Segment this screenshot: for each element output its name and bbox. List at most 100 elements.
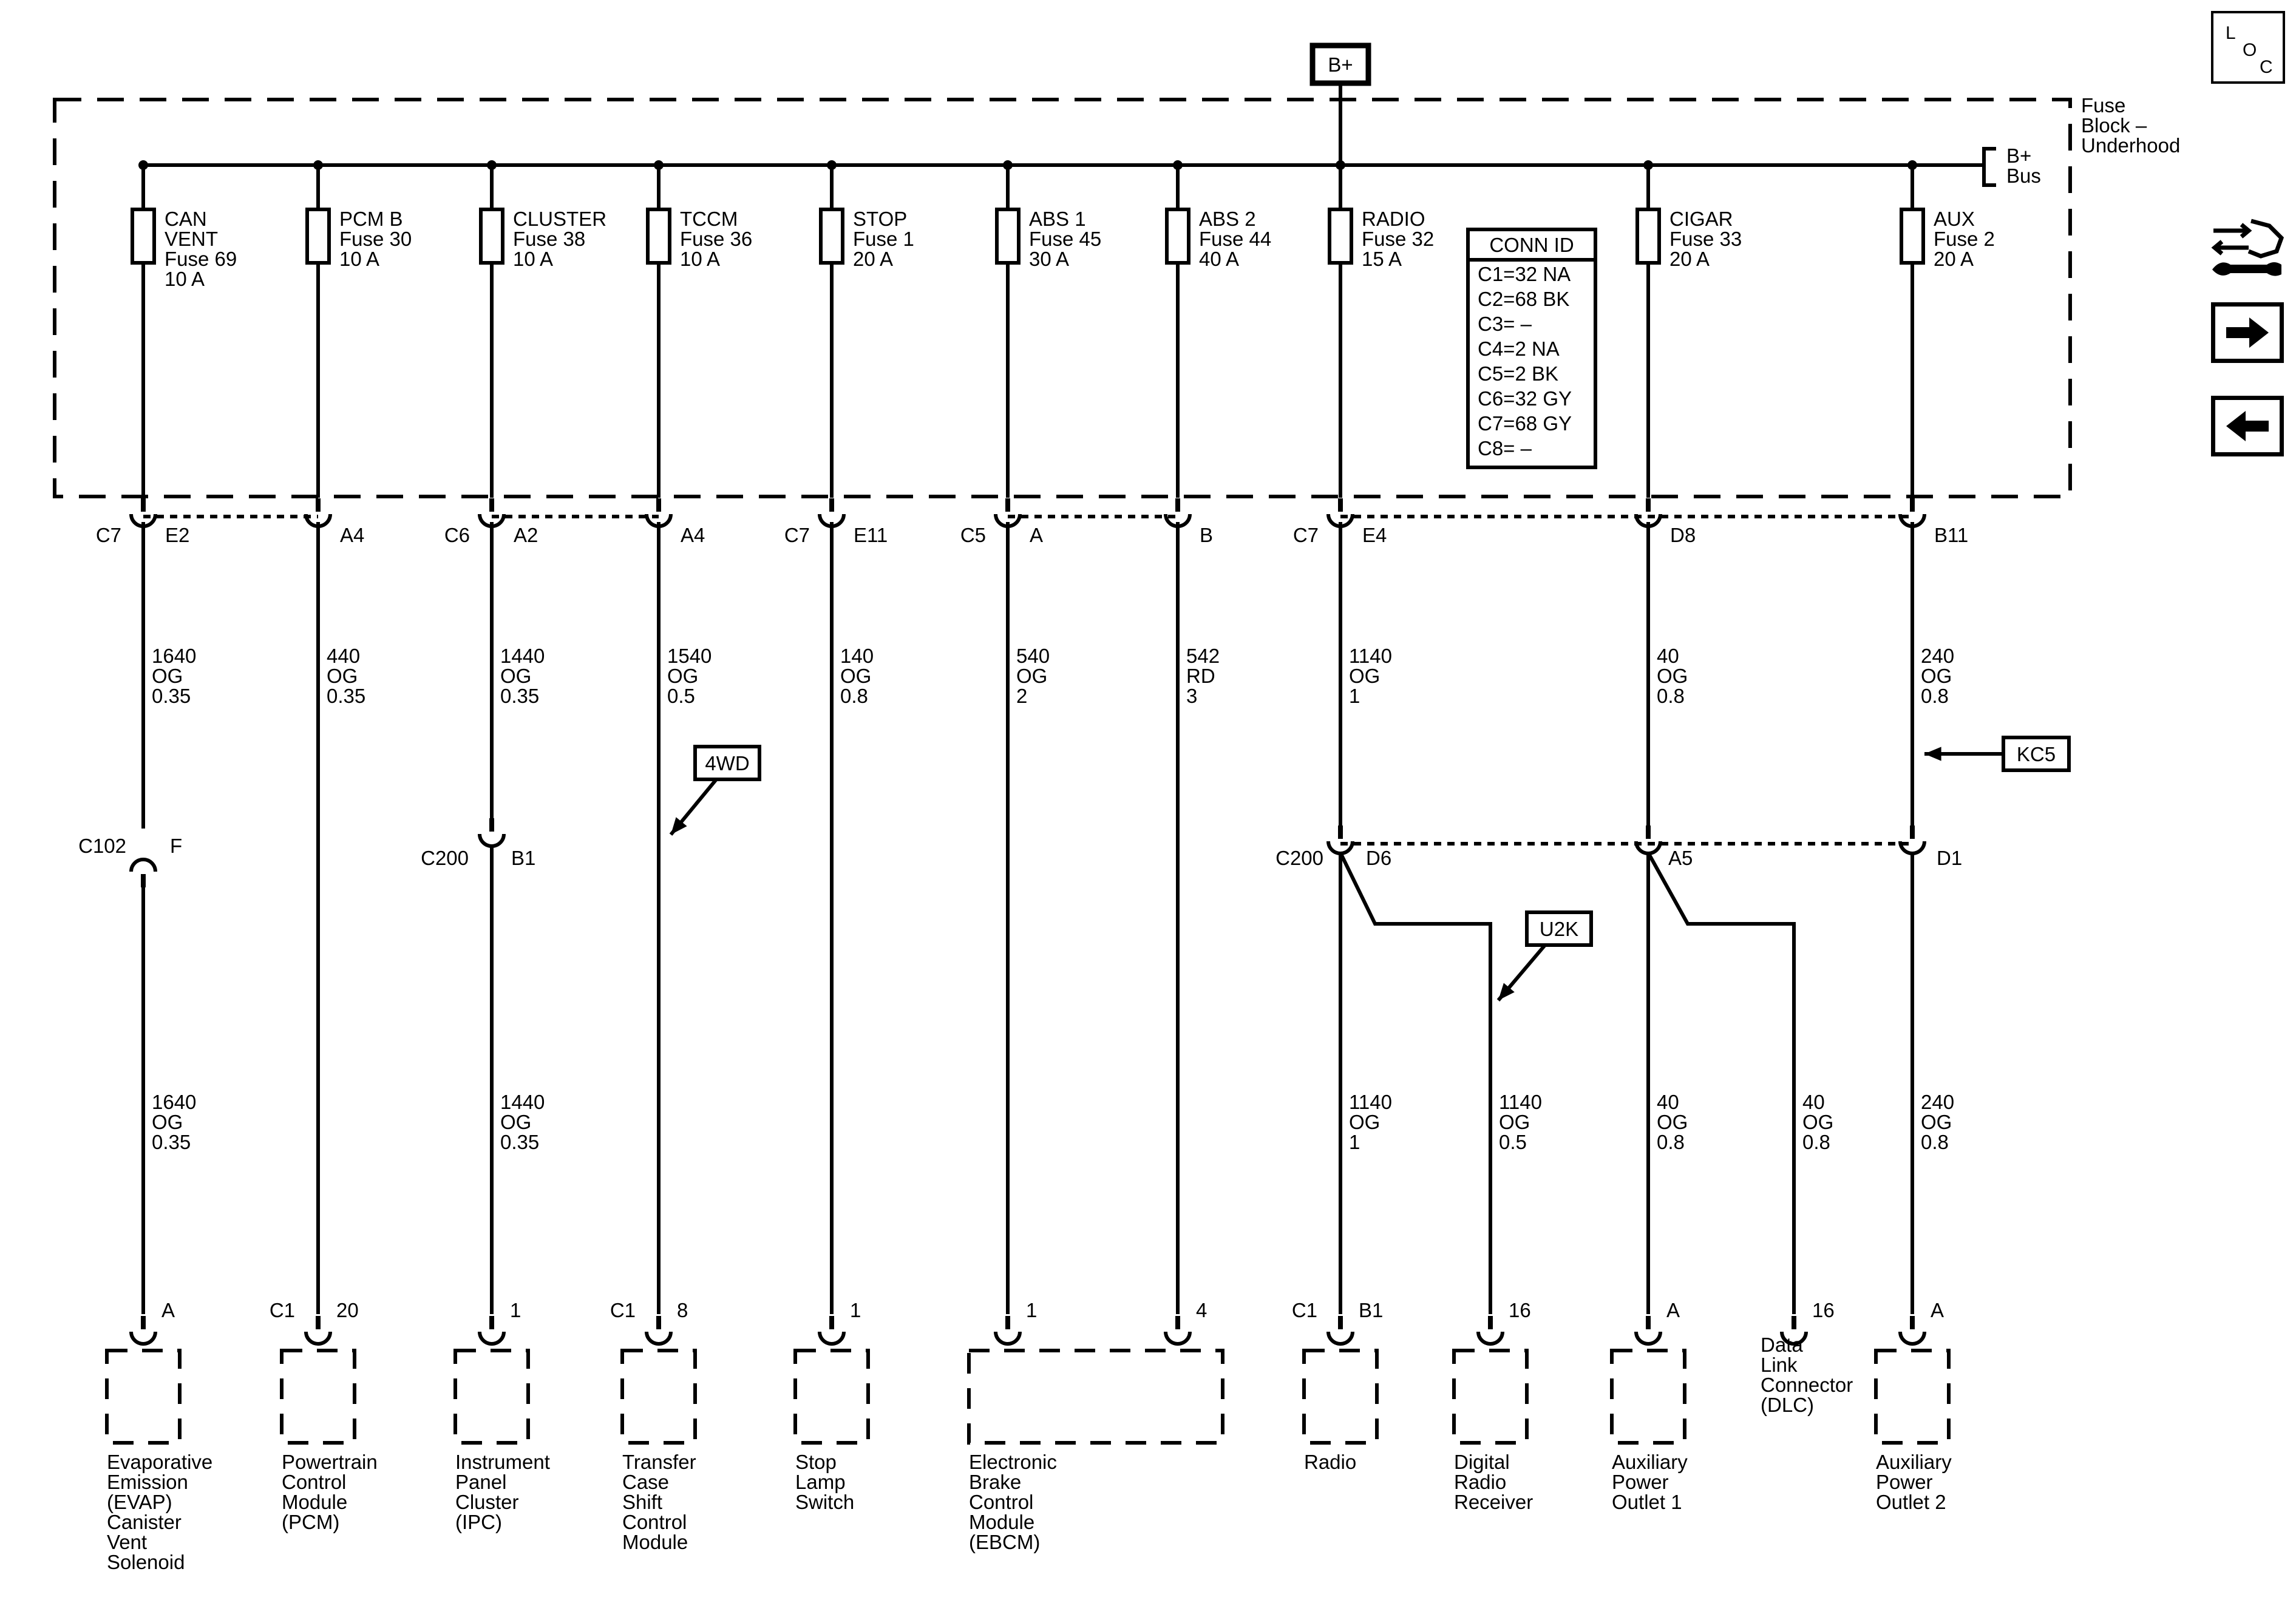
wire-label: OG	[152, 1111, 183, 1133]
conn-id-row: C4=2 NA	[1478, 337, 1560, 360]
component-name: Module	[969, 1511, 1034, 1533]
fuse-label: CLUSTER	[513, 208, 606, 230]
loc-letter-o: O	[2243, 40, 2257, 60]
fuse-label: ABS 1	[1029, 208, 1086, 230]
fuse-label: Fuse 32	[1362, 228, 1434, 250]
wire-label: 1140	[1349, 645, 1392, 667]
fuse-label: AUX	[1934, 208, 1975, 230]
fuse-label: 10 A	[513, 248, 553, 270]
inline-connector-pin: B1	[511, 847, 535, 869]
component-name: Data	[1761, 1334, 1803, 1356]
component-connector-socket	[1326, 1331, 1354, 1346]
wire-label: 0.8	[840, 685, 868, 707]
component-name: Emission	[107, 1471, 188, 1493]
fuse-symbol	[995, 208, 1021, 265]
component-name: (PCM)	[282, 1511, 339, 1533]
wire-label: 40	[1802, 1091, 1825, 1113]
conn-id-row: C8= –	[1478, 437, 1532, 459]
wire-label: RD	[1186, 665, 1215, 687]
fuse-block-pin-id: D8	[1670, 524, 1696, 546]
component-name: (EBCM)	[969, 1531, 1040, 1553]
loc-button[interactable]: L O C	[2211, 11, 2285, 84]
component-pin-id: 4	[1196, 1299, 1207, 1321]
component-name: Vent	[107, 1531, 147, 1553]
b-plus-source-label: B+	[1328, 53, 1353, 76]
fuse-label: Fuse 30	[339, 228, 412, 250]
component-name: (EVAP)	[107, 1491, 172, 1513]
wire-label: 1440	[500, 645, 545, 667]
wire-label: 1640	[152, 645, 196, 667]
component-connector-pin	[316, 1316, 321, 1329]
bus-label: Bus	[2006, 164, 2041, 187]
wire-label: OG	[500, 665, 531, 687]
inline-connector-c200-pin	[489, 818, 494, 832]
wire-label: 240	[1921, 1091, 1954, 1113]
wire-label: 1	[1349, 685, 1360, 707]
fuse-block-outline	[53, 98, 2072, 498]
fuse-label: 10 A	[680, 248, 720, 270]
wire-label: 440	[327, 645, 360, 667]
inline-connector-pin: F	[170, 835, 182, 857]
fuse-label: 20 A	[853, 248, 893, 270]
fuse-label: Fuse 2	[1934, 228, 1995, 250]
fuse-label: 30 A	[1029, 248, 1069, 270]
component-outline	[1874, 1349, 1951, 1445]
fuse-label: 15 A	[1362, 248, 1402, 270]
fuse-symbol	[819, 208, 844, 265]
conn-id-row: C5=2 BK	[1478, 362, 1558, 385]
inline-connector-c200-pin	[1910, 825, 1915, 839]
inline-connector-c102-socket	[129, 858, 157, 872]
wire-label: 40	[1657, 1091, 1679, 1113]
tools-button[interactable]	[2209, 214, 2285, 280]
fuse-label: 40 A	[1199, 248, 1239, 270]
component-name: Auxiliary	[1612, 1451, 1688, 1473]
component-connector-id: C1	[270, 1299, 295, 1321]
inline-connector-c200-pin	[1646, 825, 1651, 839]
component-pin-id: 16	[1509, 1299, 1531, 1321]
component-pin-id: 1	[850, 1299, 861, 1321]
wire-label: 1140	[1499, 1091, 1542, 1113]
component-pin-id: B1	[1359, 1299, 1383, 1321]
wire-label: 0.8	[1802, 1131, 1830, 1153]
component-outline	[453, 1349, 530, 1445]
component-outline	[105, 1349, 182, 1445]
wire-label: OG	[840, 665, 871, 687]
wire-label: 0.8	[1657, 1131, 1685, 1153]
component-connector-socket	[304, 1331, 332, 1346]
component-connector-id: C1	[1292, 1299, 1317, 1321]
wire-label: 1140	[1349, 1091, 1392, 1113]
component-connector-pin	[141, 1316, 146, 1329]
fuse-block-connector-pin	[1910, 498, 1915, 512]
component-connector-pin	[1488, 1316, 1493, 1329]
inline-connector-c200-socket	[1898, 841, 1926, 855]
inline-connector-c200-pin	[1338, 825, 1343, 839]
fuse-symbol	[131, 208, 156, 265]
fuse-block-pin-id: B	[1200, 524, 1213, 546]
previous-page-button[interactable]	[2211, 396, 2284, 456]
component-connector-pin	[489, 1316, 494, 1329]
wire-label: 0.5	[667, 685, 695, 707]
fuse-block-connector-pin	[489, 498, 494, 512]
component-name: Digital	[1454, 1451, 1510, 1473]
component-connector-socket	[818, 1331, 846, 1346]
wire-label: 0.8	[1921, 685, 1949, 707]
next-page-button[interactable]	[2211, 302, 2284, 363]
wire-label: OG	[1499, 1111, 1530, 1133]
fuse-label: ABS 2	[1199, 208, 1256, 230]
wire-label: OG	[1921, 665, 1952, 687]
wire-label: 0.35	[327, 685, 365, 707]
wire-label: OG	[1921, 1111, 1952, 1133]
wire-label: 1	[1349, 1131, 1360, 1153]
fuse-label: CAN	[165, 208, 207, 230]
fuse-block-connector-pin	[1175, 498, 1180, 512]
wire-label: 0.35	[152, 685, 191, 707]
component-connector-pin	[1646, 1316, 1651, 1329]
inline-connector-pin: D6	[1366, 847, 1391, 869]
fuse-label: Fuse 36	[680, 228, 752, 250]
fuse-block-pin-id: A4	[681, 524, 705, 546]
fuse-label: Fuse 44	[1199, 228, 1271, 250]
fuse-block-connector-id: C7	[784, 524, 810, 546]
component-pin-id: 1	[1026, 1299, 1037, 1321]
